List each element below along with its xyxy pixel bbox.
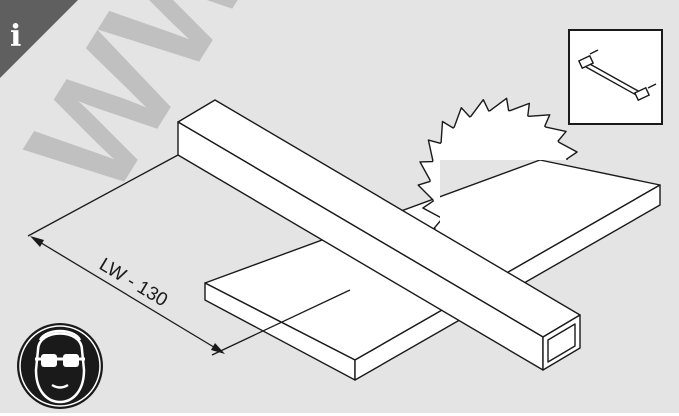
safety-sign-disc	[17, 323, 103, 409]
beam-end-hollow	[547, 323, 576, 363]
extension-line-left	[27, 154, 179, 237]
info-icon: i	[10, 19, 21, 54]
dimension-measure-line	[32, 237, 223, 353]
info-badge: i	[0, 0, 78, 78]
goggle-left-lens	[41, 354, 57, 367]
safety-sign-ring	[19, 325, 101, 407]
info-badge-triangle	[0, 0, 78, 78]
dimension-arrow-right	[211, 343, 225, 354]
dimension-line	[27, 154, 351, 356]
rail-top-edge	[587, 62, 641, 93]
extension-line-right	[211, 289, 351, 356]
rail-bottom-edge	[585, 66, 639, 97]
timber-beam	[177, 99, 581, 371]
safety-goggles-icon	[17, 323, 103, 409]
dimension-arrow-left	[30, 236, 44, 247]
rail-left-pin	[589, 49, 599, 55]
rail-right-bracket	[633, 86, 651, 102]
rail-left-bracket	[577, 54, 595, 70]
rail-right-pin	[647, 83, 657, 89]
inset-detail	[568, 29, 663, 125]
mouth-line	[51, 383, 69, 389]
hair-line	[38, 329, 82, 341]
head-outline	[34, 332, 86, 404]
goggle-right-lens	[63, 354, 79, 367]
inset-frame	[568, 29, 663, 125]
bracket-rail-icon	[577, 49, 657, 102]
